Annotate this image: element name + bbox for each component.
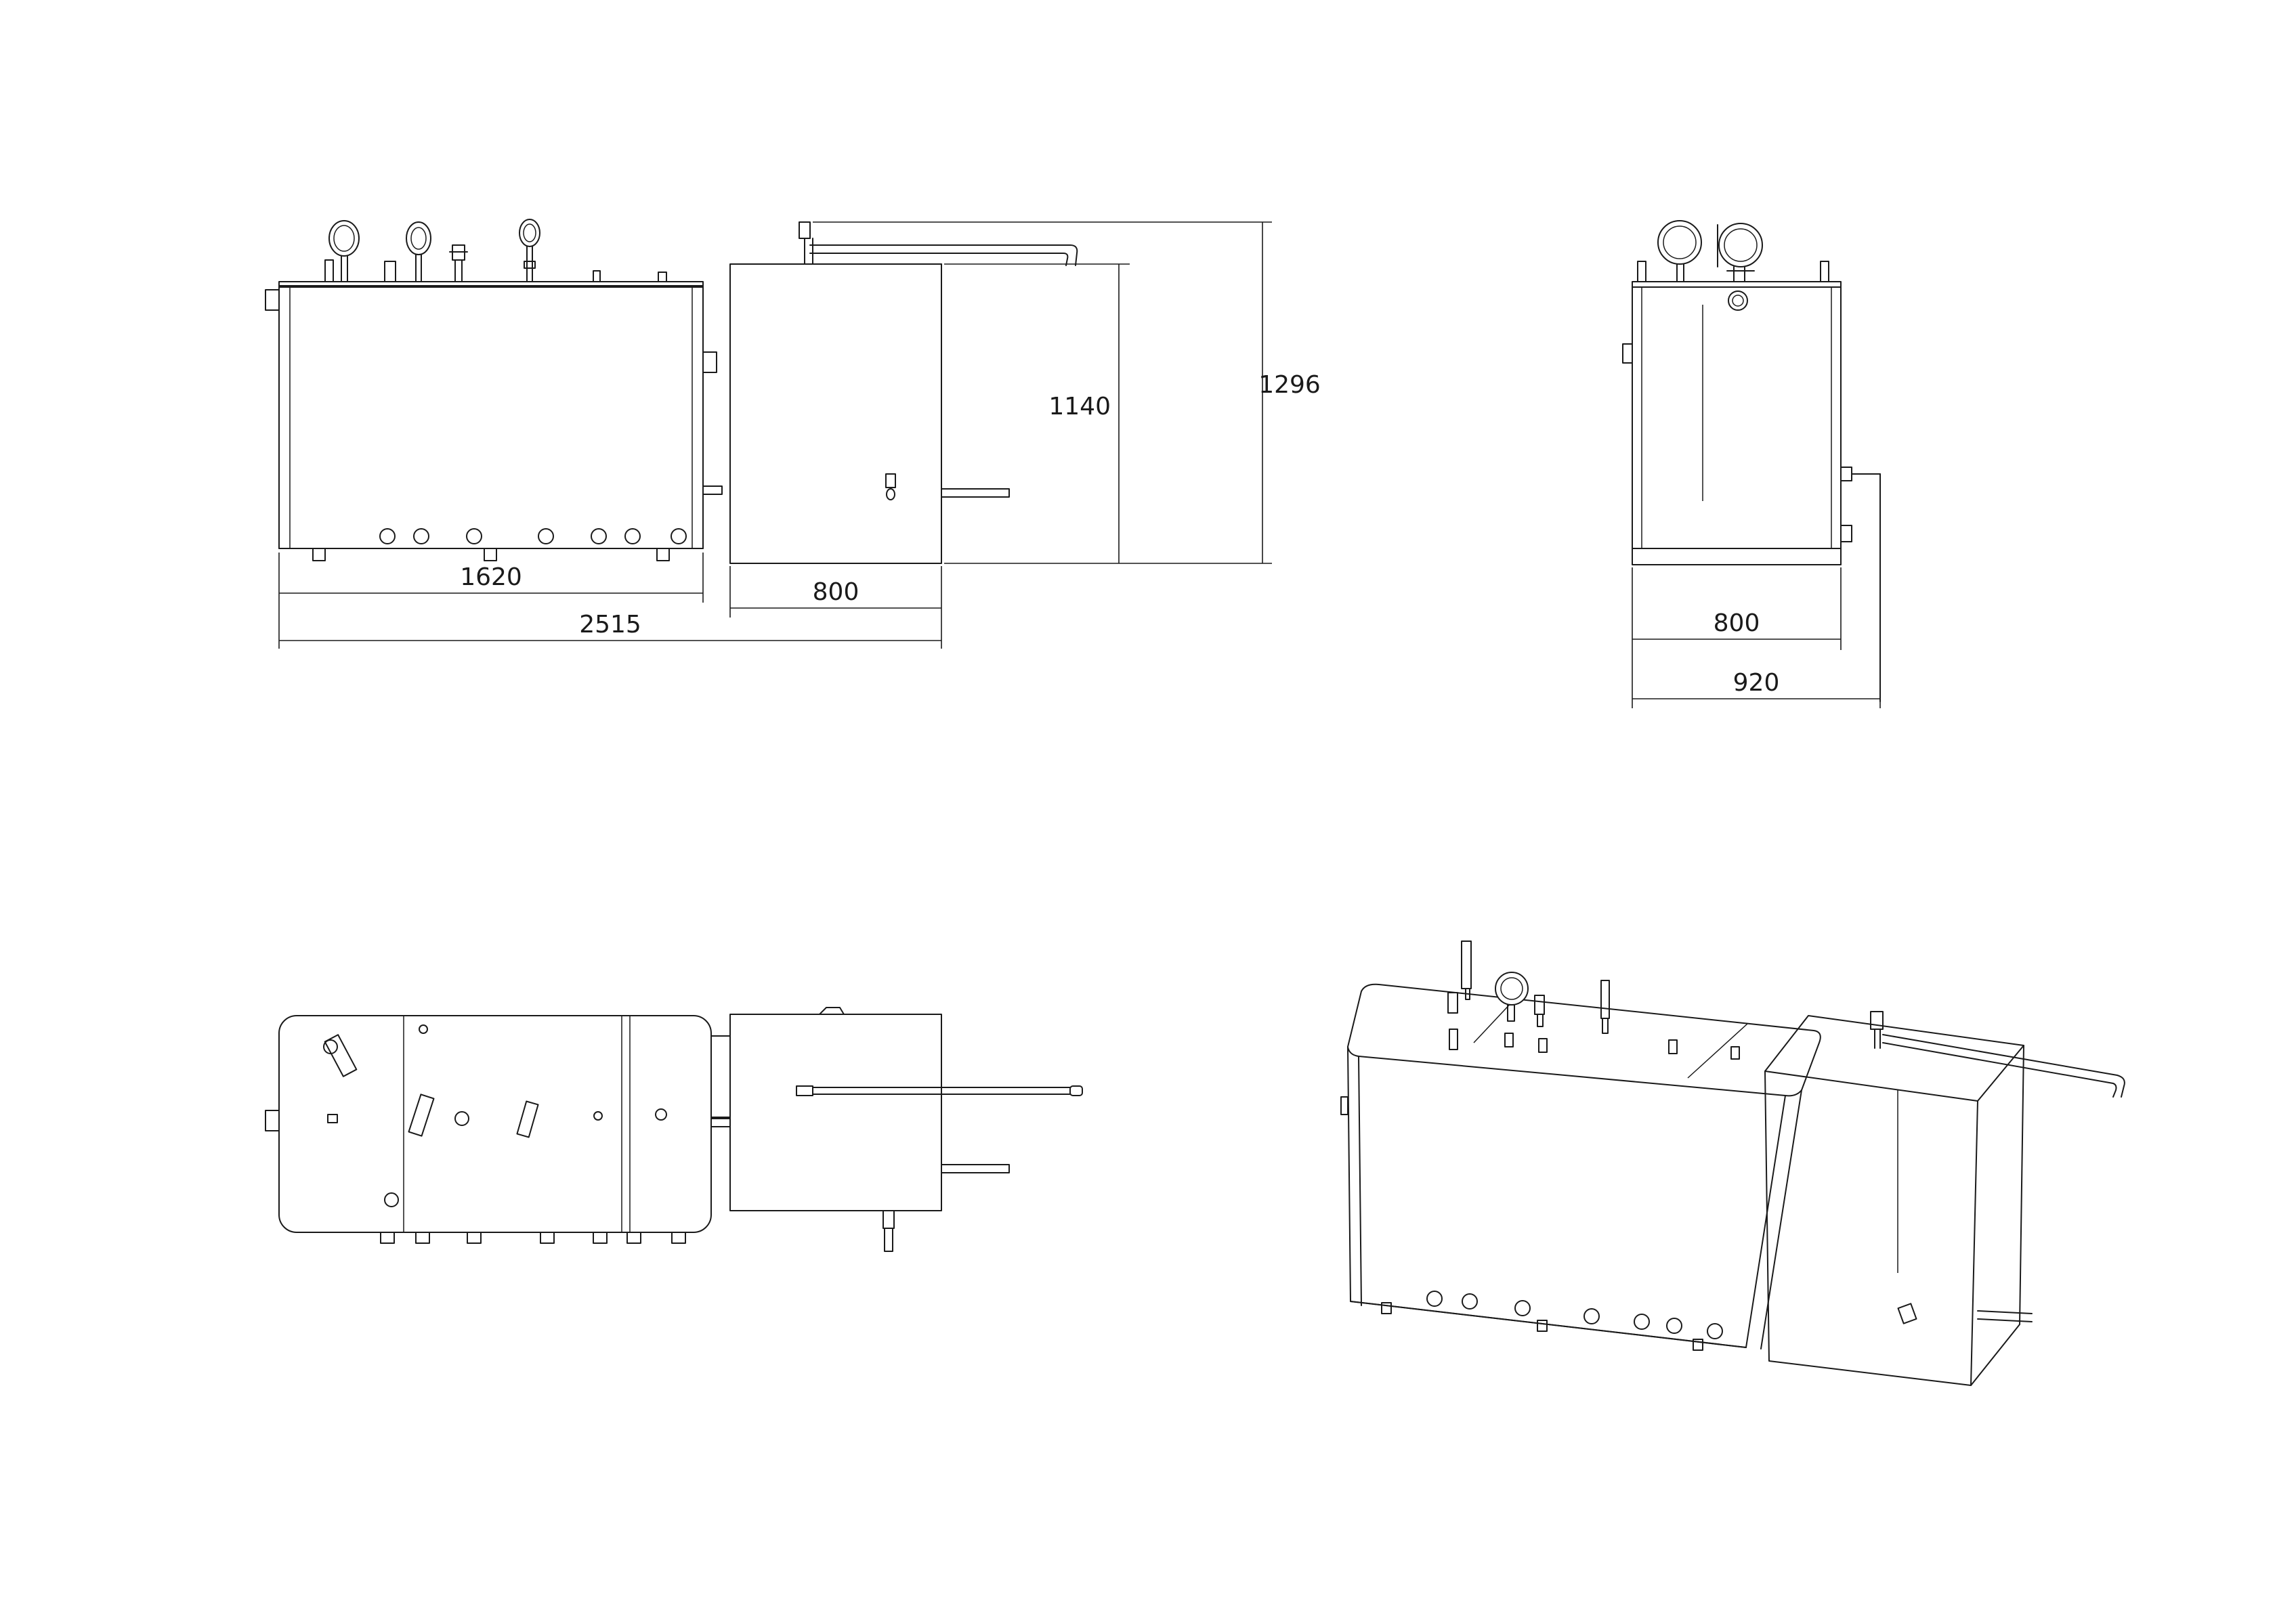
- dim-1296: 1296: [813, 221, 1321, 564]
- dim-800-front: 800: [729, 566, 942, 618]
- plan-view: [265, 1007, 1083, 1252]
- dim-920: 920: [1632, 650, 1881, 708]
- dim-2515: 2515: [278, 603, 942, 649]
- gauge-3: [519, 219, 540, 282]
- front-elevation-view: 1620 800 2515 1140 1296: [265, 219, 1321, 649]
- side-gauge-2: [1717, 223, 1763, 282]
- side-gauge-1: [1657, 220, 1702, 282]
- dim-1620: 1620: [278, 553, 704, 603]
- dim-label-1296: 1296: [1258, 371, 1321, 399]
- dim-800-side: 800: [1632, 567, 1842, 650]
- dim-label-920: 920: [1733, 669, 1780, 697]
- side-elevation-view: 800 920: [1622, 220, 1881, 708]
- nozzle-3: [658, 272, 667, 282]
- gauge-2: [406, 221, 431, 282]
- nozzle-1: [384, 261, 396, 282]
- dim-label-800-front: 800: [813, 578, 859, 606]
- secondary-box-front: [729, 221, 1078, 564]
- safety-valve: [449, 244, 468, 282]
- dim-1140: 1140: [944, 263, 1130, 564]
- isometric-view: [1340, 940, 2125, 1386]
- main-tank-front: [265, 281, 723, 561]
- nozzle-2: [593, 270, 601, 282]
- dim-label-1620: 1620: [460, 563, 522, 591]
- gauge-1: [324, 220, 360, 282]
- dim-label-1140: 1140: [1048, 393, 1111, 420]
- dim-label-2515: 2515: [579, 611, 641, 639]
- dim-label-800-side: 800: [1714, 609, 1760, 637]
